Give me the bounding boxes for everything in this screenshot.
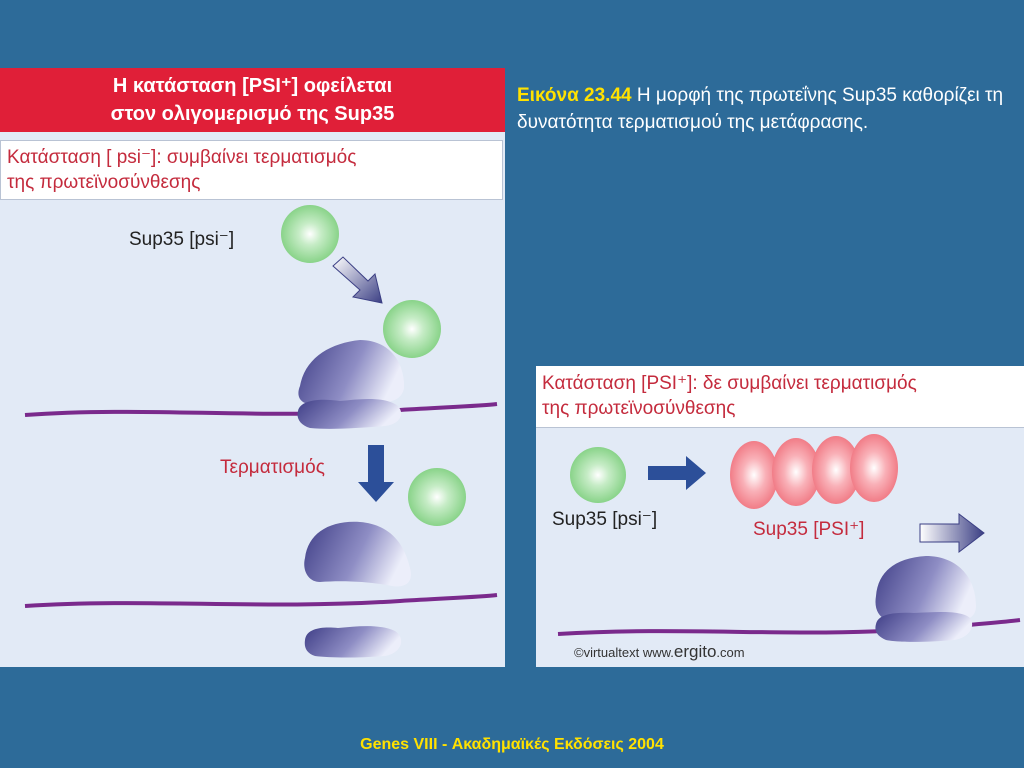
figure-number: Εικόνα 23.44	[517, 85, 632, 106]
ribosome-small-subunit	[297, 398, 402, 429]
right-state-line-1: Κατάσταση [PSI⁺]: δε συμβαίνει τερματισμ…	[542, 373, 917, 394]
copyright-brand: ergito	[673, 642, 717, 661]
copyright-suffix: .com	[716, 645, 745, 660]
ribosome-large-subunit-released	[304, 521, 411, 587]
sup35-monomer	[570, 447, 626, 503]
right-diagram	[557, 434, 1021, 642]
copyright: ©virtualtext www.ergito.com	[574, 642, 745, 662]
left-banner: Η κατάσταση [PSI⁺] οφείλεται στον ολιγομ…	[0, 68, 505, 132]
ribosome-small-subunit	[875, 612, 973, 642]
sup35-monomer-released	[408, 468, 466, 526]
ribosome-large-subunit	[875, 556, 976, 622]
left-state-line-2: της πρωτεϊνοσύνθεσης	[7, 172, 201, 193]
mrna-strand	[557, 618, 1021, 636]
right-arrow-icon	[648, 456, 706, 490]
translation-continues-arrow-icon	[919, 512, 985, 554]
left-diagram	[24, 205, 498, 658]
sup35-monomer-bound	[383, 300, 441, 358]
sup35-aggregate-unit-1	[730, 441, 778, 509]
caption-text: Η μορφή της πρωτεΐνης Sup35 καθορίζει τη…	[517, 85, 1004, 133]
termination-arrow-icon	[358, 445, 394, 502]
left-panel: Η κατάσταση [PSI⁺] οφείλεται στον ολιγομ…	[0, 68, 505, 667]
right-panel: Κατάσταση [PSI⁺]: δε συμβαίνει τερματισμ…	[536, 366, 1024, 667]
right-state-header: Κατάσταση [PSI⁺]: δε συμβαίνει τερματισμ…	[536, 366, 1024, 428]
sup35-monomer-top	[281, 205, 339, 263]
ribosome-small-subunit-released	[304, 626, 402, 658]
mrna-strand-bottom	[24, 593, 498, 608]
right-state-line-2: της πρωτεϊνοσύνθεσης	[542, 398, 736, 419]
sup35-psi-minus-label: Sup35 [psi⁻]	[129, 229, 235, 250]
sup35-aggregate-unit-3	[812, 436, 860, 504]
sup35-psi-minus-label: Sup35 [psi⁻]	[552, 509, 658, 530]
left-state-header: Κατάσταση [ psi⁻]: συμβαίνει τερματισμός…	[0, 140, 503, 200]
termination-label: Τερματισμός	[220, 457, 325, 478]
figure-caption: Εικόνα 23.44 Η μορφή της πρωτεΐνης Sup35…	[517, 82, 1022, 136]
banner-line-2: στον ολιγομερισμό της Sup35	[110, 103, 395, 125]
sup35-psi-plus-label: Sup35 [PSI⁺]	[753, 519, 865, 540]
sup35-aggregate-unit-2	[772, 438, 820, 506]
left-state-line-1: Κατάσταση [ psi⁻]: συμβαίνει τερματισμός	[7, 147, 357, 168]
footer: Genes VIII - Ακαδημαϊκές Εκδόσεις 2004	[360, 736, 664, 753]
diagonal-arrow-icon	[332, 256, 383, 304]
ribosome-large-subunit	[298, 340, 405, 405]
sup35-aggregate-unit-4	[850, 434, 898, 502]
copyright-prefix: ©virtualtext www.	[574, 645, 674, 660]
banner-line-1: Η κατάσταση [PSI⁺] οφείλεται	[112, 75, 393, 97]
mrna-strand-top	[24, 402, 498, 417]
